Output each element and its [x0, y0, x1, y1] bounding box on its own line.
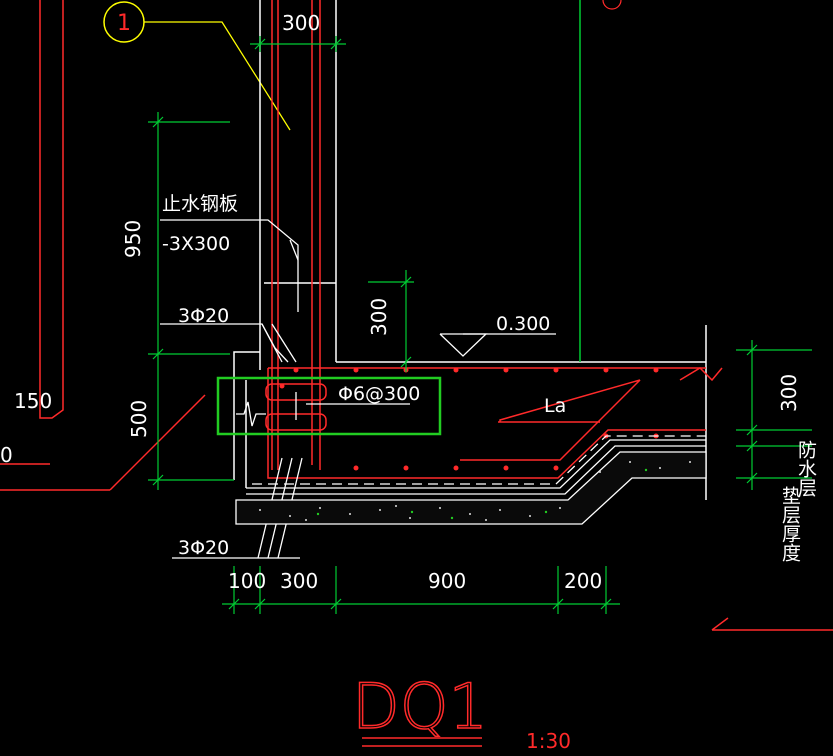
slab-bend-rebar — [460, 379, 641, 461]
rebar-top-label: 3Φ20 — [178, 305, 229, 327]
scale-text: 1:30 — [526, 729, 571, 753]
stirrup-label: Φ6@300 — [338, 383, 420, 405]
rebar-top-leader-3 — [271, 323, 297, 363]
callout-leader — [144, 21, 291, 131]
rebar-dots — [279, 367, 659, 471]
title-text: DQ1 — [352, 670, 488, 743]
dimension-lines — [148, 36, 812, 614]
wall-outline — [233, 0, 707, 500]
elevation-marker — [439, 333, 556, 357]
dim-waterproof: 300 — [777, 374, 801, 412]
dim-left-150: 150 — [14, 389, 52, 413]
left-wall-outline — [39, 0, 64, 419]
dim-height-upper: 950 — [121, 220, 145, 258]
dim-height-lower: 500 — [127, 400, 151, 438]
rebar-top-leader-2 — [261, 323, 283, 363]
drawing-title: DQ1 1:30 — [351, 669, 571, 753]
dim-bottom-1: 100 — [228, 569, 266, 593]
slab-rebar — [267, 367, 706, 479]
water-stop-spec: -3X300 — [162, 233, 230, 255]
water-stop-leader — [160, 219, 299, 312]
wall-rebar — [271, 0, 581, 470]
break-symbol — [679, 367, 723, 382]
waterproof-layer-label: 防水层 — [795, 440, 817, 497]
cushion-layer — [235, 451, 707, 525]
cushion-thickness-label: 垫层厚度 — [779, 486, 801, 562]
elevation-label: 0.300 — [496, 313, 550, 335]
rebar-bottom-label: 3Φ20 — [178, 537, 229, 559]
dim-bottom-4: 200 — [564, 569, 602, 593]
water-stop-label: 止水钢板 — [162, 193, 238, 215]
dim-bottom-3: 900 — [428, 569, 466, 593]
dim-slab-step: 300 — [367, 298, 391, 336]
slab-bottom-rebar — [267, 368, 706, 479]
stirrup-break-mark — [236, 401, 266, 427]
grid-bubble — [602, 0, 622, 10]
highlight-box — [216, 376, 442, 436]
waterproof-layers — [246, 435, 706, 495]
dim-left-partial: 0 — [0, 443, 13, 467]
foundation-left-face — [233, 351, 260, 480]
rebar-top-leader — [160, 323, 289, 363]
stirrup-break — [236, 392, 297, 427]
water-stop-plate-mark — [289, 239, 299, 261]
anchorage-label: La — [544, 395, 566, 417]
dim-wall-thickness: 300 — [282, 11, 320, 35]
callout-marker: 1 — [103, 1, 291, 131]
dim-bottom-2: 300 — [280, 569, 318, 593]
callout-number: 1 — [117, 11, 131, 36]
